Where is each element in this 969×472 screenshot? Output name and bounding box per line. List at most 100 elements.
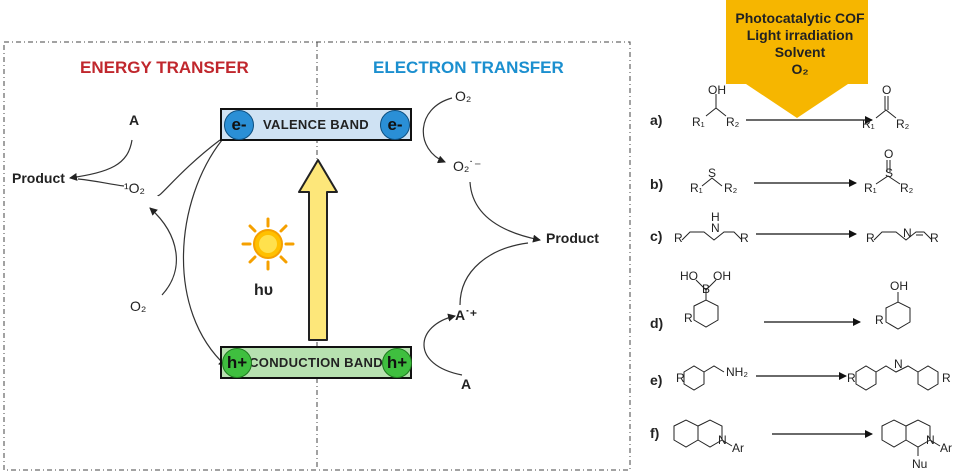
energy-transfer-title: ENERGY TRANSFER [80,58,249,77]
conditions-callout [726,0,868,118]
reactant-f-ar: Ar [732,441,744,455]
product-f-nu: Nu [912,457,927,471]
reaction-f: N Ar N Ar Nu [673,419,952,471]
product-d-oh: OH [890,279,908,293]
curve-vb-to-singlet [157,139,221,197]
energy-oxygen: O₂ [130,298,147,314]
conditions-text: Photocatalytic COF Light irradiation Sol… [726,10,874,78]
conditions-line1: Photocatalytic COF [735,10,865,26]
reactant-c-n: N [711,221,720,235]
hole-badge-right-text: h+ [386,353,408,372]
curve-o2-to-superoxide [422,97,453,164]
reaction-label-d: d) [650,315,664,331]
product-d-r: R [875,313,884,327]
reactant-e-nh2: NH₂ [726,365,748,379]
valence-band: VALENCE BAND [220,108,412,141]
reactant-d-oh: OH [713,269,731,283]
product-e [855,365,939,391]
product-e-r-left: R [847,371,856,385]
reactant-c-r-right: R [740,231,749,245]
reactant-d-r: R [684,311,693,325]
electron-badge-right: e- [380,110,410,140]
conditions-line3: Solvent [774,44,826,60]
reactant-d-ho: HO [680,269,698,283]
curve-superoxide-to-product [469,181,541,243]
product-c [873,231,933,241]
product-f-ar: Ar [940,441,952,455]
curve-a-to-radical [423,313,463,376]
reactant-f-n: N [718,433,727,447]
product-b-s: S [885,166,893,180]
hole-badge-left: h+ [222,348,252,378]
mechanism-diagram [3,41,631,471]
product-e-r-right: R [942,371,951,385]
reaction-label-f: f) [650,425,660,441]
electron-oxygen: O₂ [455,88,472,104]
superoxide: O₂˙⁻ [453,158,482,174]
product-e-n: N [894,357,903,371]
reactant-d-b: B [702,282,710,296]
reactant-b-r2: R₂ [724,181,738,195]
reaction-d: B HO OH R OH R [680,269,911,330]
reaction-label-a: a) [650,112,663,128]
reactant-e-r: R [676,371,685,385]
energy-product: Product [12,170,65,186]
product-a [875,96,897,119]
product-a-r1: R₁ [862,117,875,131]
reaction-a: OH R₁ R₂ O R₁ R₂ [692,83,910,131]
reaction-structures: OH R₁ R₂ O R₁ R₂ S R₁ R₂ [673,83,952,471]
reactant-a-r1: R₁ [692,115,705,129]
hole-badge-right: h+ [382,348,412,378]
product-c-r-left: R [866,231,875,245]
product-b-r2: R₂ [900,181,914,195]
reactant-e [683,365,725,391]
electron-badge-left: e- [224,110,254,140]
reactant-c [681,231,743,241]
product-d [885,292,911,330]
electron-product: Product [546,230,599,246]
electron-badge-left-text: e- [231,115,247,134]
energy-substrate: A [129,112,140,128]
reaction-label-e: e) [650,372,663,388]
singlet-oxygen: ¹O₂ [124,180,145,196]
curve-a-to-product [69,139,133,181]
reactant-b-r1: R₁ [690,181,703,195]
reaction-label-b: b) [650,176,664,192]
reactant-d [693,279,719,328]
reactant-f [673,419,733,448]
product-f [881,419,941,456]
valence-band-label: VALENCE BAND [263,117,369,132]
product-b [875,160,901,185]
reaction-label-c: c) [650,228,663,244]
curve-vb-to-cb-left [182,139,227,367]
light-label: hυ [254,282,274,299]
reactant-c-h: H [711,210,720,224]
curve-radical-to-product [459,242,529,306]
reactant-b [701,177,723,187]
electron-substrate: A [461,376,472,392]
reaction-c: R N H R R N R [674,210,939,245]
electron-badge-right-text: e- [387,115,403,134]
curve-singlet-to-product [77,178,125,187]
reactant-a-r2: R₂ [726,115,740,129]
product-c-r-right: R [930,231,939,245]
excitation-arrow [298,159,338,341]
hole-badge-left-text: h+ [226,353,248,372]
product-f-n: N [926,433,935,447]
sun-icon [241,217,295,271]
conditions-line4: O₂ [791,61,809,77]
reactant-a [705,94,727,117]
conduction-band: CONDUCTION BAND [220,346,412,379]
curve-o2-to-singlet [149,207,177,296]
reactant-c-r-left: R [674,231,683,245]
reaction-e: R NH₂ R N R [676,357,951,391]
product-a-o: O [882,83,891,97]
product-c-n: N [903,226,912,240]
conduction-band-label: CONDUCTION BAND [249,355,383,370]
reactant-a-oh: OH [708,83,726,97]
reactant-b-s: S [708,166,716,180]
radical-cation: A˙⁺ [455,307,478,323]
reaction-b: S R₁ R₂ O S R₁ R₂ [690,147,914,195]
product-a-r2: R₂ [896,117,910,131]
conditions-line2: Light irradiation [746,27,854,43]
